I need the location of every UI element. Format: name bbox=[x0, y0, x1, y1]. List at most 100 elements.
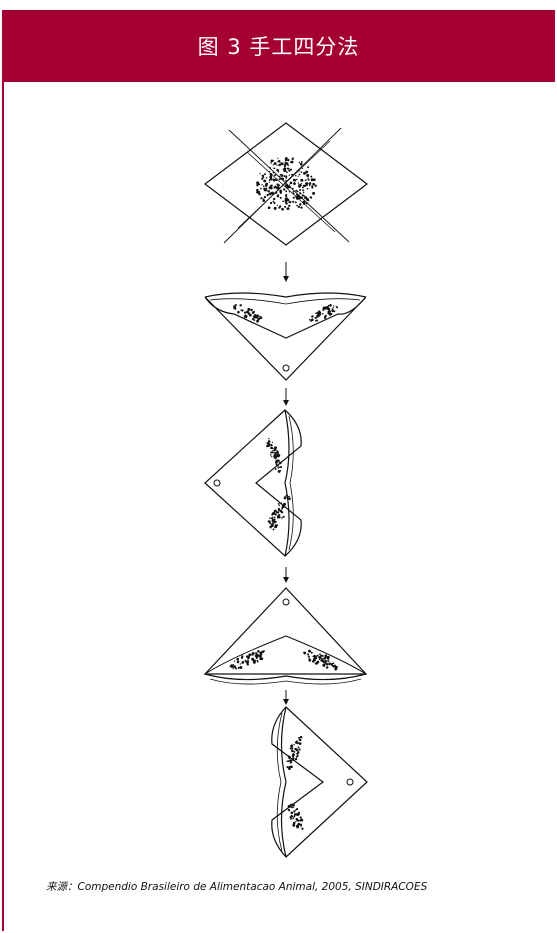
sample-particle bbox=[298, 176, 299, 177]
sample-particle bbox=[273, 456, 276, 459]
sample-particle bbox=[290, 804, 292, 806]
sample-particle bbox=[286, 198, 288, 200]
sample-particle bbox=[241, 661, 244, 664]
sample-particle bbox=[286, 495, 288, 497]
sample-particle bbox=[298, 737, 300, 739]
sample-particle bbox=[261, 658, 263, 660]
sample-particle bbox=[295, 821, 296, 822]
sample-particle bbox=[315, 663, 317, 665]
sample-particle bbox=[311, 318, 314, 321]
sample-particle bbox=[303, 652, 304, 653]
sample-particle bbox=[288, 755, 289, 756]
sample-particle bbox=[316, 312, 318, 314]
sample-particle bbox=[231, 666, 233, 668]
sample-particle bbox=[290, 761, 292, 763]
sample-particle bbox=[268, 206, 271, 209]
sample-particle bbox=[263, 199, 265, 201]
sample-particle bbox=[298, 170, 299, 171]
sample-particle bbox=[293, 197, 295, 199]
sample-particle bbox=[303, 192, 304, 193]
sample-particle bbox=[291, 174, 293, 176]
sample-particle bbox=[292, 201, 294, 203]
sample-particle bbox=[271, 178, 272, 179]
sample-particle bbox=[259, 173, 260, 174]
sample-particle bbox=[285, 202, 287, 204]
sample-particle bbox=[299, 189, 301, 191]
source-label: 来源： bbox=[46, 881, 78, 893]
sample-particle bbox=[277, 465, 279, 467]
sample-particle bbox=[277, 158, 278, 159]
sample-particle bbox=[263, 186, 264, 187]
step-1-diamond bbox=[205, 123, 367, 245]
sample-particle bbox=[296, 749, 298, 751]
sample-particle bbox=[301, 161, 303, 163]
sample-particle bbox=[308, 655, 310, 657]
sample-particle bbox=[279, 178, 281, 180]
sample-particle bbox=[288, 497, 291, 500]
sample-particle bbox=[257, 318, 260, 321]
sample-particle bbox=[303, 195, 304, 196]
sample-particle bbox=[236, 658, 239, 661]
sample-particle bbox=[295, 175, 296, 176]
sample-particle bbox=[293, 822, 296, 825]
sample-particle bbox=[273, 179, 276, 182]
sample-particle bbox=[275, 468, 277, 470]
sample-particle bbox=[233, 307, 235, 309]
sample-particle bbox=[326, 663, 328, 665]
sample-particle bbox=[239, 304, 241, 306]
sample-particle bbox=[271, 456, 272, 457]
sample-particle bbox=[287, 168, 289, 170]
sample-particle bbox=[312, 660, 315, 663]
sample-particle bbox=[266, 194, 268, 196]
sample-particle bbox=[276, 524, 278, 526]
sample-particle bbox=[284, 206, 285, 207]
sample-particle bbox=[273, 528, 275, 530]
sample-particle bbox=[276, 464, 278, 466]
sample-particle bbox=[260, 653, 263, 656]
sample-particle bbox=[247, 656, 249, 658]
sample-particle bbox=[269, 193, 272, 196]
sample-particle bbox=[263, 187, 265, 189]
sample-particle bbox=[299, 203, 301, 205]
sample-particle bbox=[306, 174, 309, 177]
sample-particle bbox=[258, 191, 259, 192]
sample-particle bbox=[293, 182, 296, 185]
sample-particle bbox=[298, 206, 300, 208]
sample-particle bbox=[274, 517, 276, 519]
sample-particle bbox=[322, 655, 324, 657]
sample-particle bbox=[293, 810, 295, 812]
sample-particle bbox=[288, 169, 290, 171]
sample-particle bbox=[281, 208, 284, 211]
sample-particle bbox=[305, 180, 307, 182]
sample-particle bbox=[336, 306, 338, 308]
sample-particle bbox=[277, 186, 280, 189]
sample-particle bbox=[322, 664, 325, 667]
sample-particle bbox=[270, 454, 272, 456]
sample-particle bbox=[264, 196, 266, 198]
sample-particle bbox=[269, 171, 270, 172]
sample-particle bbox=[292, 188, 294, 190]
sample-particle bbox=[312, 183, 315, 186]
sample-particle bbox=[313, 179, 315, 181]
sample-particle bbox=[274, 162, 277, 165]
sample-particle bbox=[292, 807, 293, 808]
sample-particle bbox=[270, 185, 271, 186]
sample-particle bbox=[259, 316, 260, 317]
sample-particle bbox=[294, 815, 296, 817]
step-2-fold-up bbox=[205, 293, 366, 380]
sample-particle bbox=[298, 182, 299, 183]
sample-particle bbox=[290, 745, 293, 748]
sample-particle bbox=[273, 198, 275, 200]
sample-particle bbox=[275, 179, 277, 181]
sample-particle bbox=[292, 193, 294, 195]
sample-particle bbox=[295, 201, 297, 203]
sample-particle bbox=[246, 317, 247, 318]
sample-particle bbox=[301, 183, 302, 184]
sample-particle bbox=[310, 183, 311, 184]
sample-particle bbox=[244, 312, 246, 314]
sample-particle bbox=[305, 171, 308, 174]
sample-particle bbox=[256, 181, 259, 184]
sample-particle bbox=[279, 176, 281, 178]
sample-particle bbox=[283, 516, 285, 518]
sample-particle bbox=[280, 191, 282, 193]
